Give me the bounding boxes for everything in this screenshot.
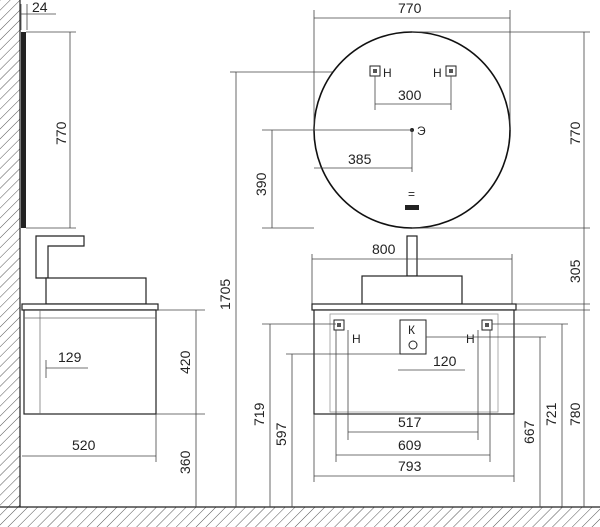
dim-cabinet-height: 420 — [177, 350, 193, 374]
dim-cabinet-depth: 520 — [72, 437, 96, 453]
marker-water-left: Н — [383, 66, 392, 80]
dim-outlet-offset: 120 — [433, 353, 457, 369]
dim-mirror-height-side: 770 — [53, 121, 69, 145]
dim-tap-offset: 129 — [58, 349, 82, 365]
dim-socket-height: 390 — [253, 172, 269, 196]
countertop-side-view — [21, 303, 159, 311]
tap-front-view — [406, 235, 418, 277]
dim-mirror-diameter: 770 — [398, 0, 422, 16]
dim-floor-gap: 360 — [177, 450, 193, 474]
marker-cab-water-right: Н — [466, 332, 475, 346]
dim-width-517: 517 — [398, 414, 422, 430]
dim-height-719: 719 — [251, 402, 267, 426]
marker-drain: К — [408, 323, 415, 337]
dim-basin-width: 800 — [372, 241, 396, 257]
dim-height-780: 780 — [567, 402, 583, 426]
mirror-side-view — [21, 32, 26, 228]
floor-hatch — [0, 507, 600, 527]
dim-mirror-height-front: 770 — [567, 121, 583, 145]
tap-side-view — [35, 235, 85, 279]
dim-height-667: 667 — [521, 420, 537, 444]
marker-electric: Э — [417, 124, 426, 138]
countertop-front-view — [311, 303, 517, 311]
dim-basin-height: 305 — [567, 259, 583, 283]
dim-height-721: 721 — [543, 402, 559, 426]
light-switch-icon — [405, 205, 419, 210]
marker-cab-water-left: Н — [352, 332, 361, 346]
dim-total-height: 1705 — [217, 279, 233, 310]
marker-water-right: Н — [433, 66, 442, 80]
marker-light-switch: = — [408, 187, 415, 201]
drain-icon — [408, 340, 418, 350]
dim-socket-spacing: 300 — [398, 87, 422, 103]
dim-socket-offset: 385 — [348, 151, 372, 167]
dim-width-609: 609 — [398, 437, 422, 453]
cabinet-side-view — [23, 309, 157, 415]
basin-side-view — [45, 277, 147, 305]
dim-mirror-thickness: 24 — [32, 0, 48, 15]
basin-front-view — [361, 275, 463, 305]
dim-width-793: 793 — [398, 458, 422, 474]
dim-height-597: 597 — [273, 422, 289, 446]
wall-hatch — [0, 0, 20, 507]
